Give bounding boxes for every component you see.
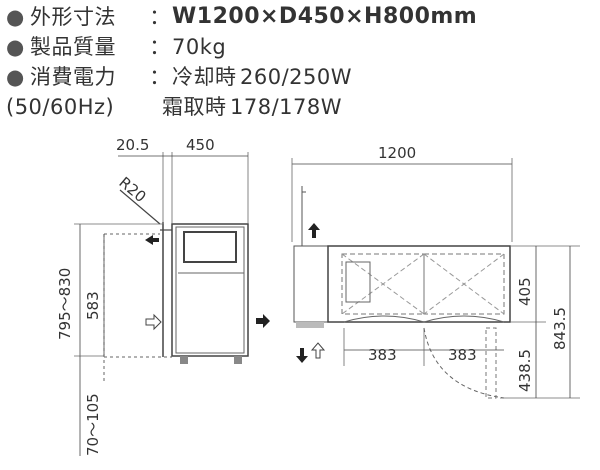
spec-label: 外形寸法: [30, 5, 116, 29]
spec-value: 260/250W: [240, 65, 353, 89]
down-arrow-icon: [296, 348, 308, 363]
top-view: 1200 383 383 405 438.5 84: [291, 144, 580, 399]
spec-block: ●外形寸法：W1200×D450×H800mm ●製品質量：70kg ●消費電力…: [6, 2, 566, 122]
dim-door-swing: 438.5: [516, 349, 534, 392]
spec-colon: ：: [149, 5, 171, 29]
spec-label: (50/60Hz): [6, 95, 115, 119]
spec-value: 70kg: [172, 35, 227, 59]
leg: [234, 356, 242, 364]
spec-colon: ：: [149, 65, 171, 89]
spec-dimensions: ●外形寸法 ：W1200×D450×H800mm: [6, 2, 566, 32]
dim-height-range: 795～830: [56, 268, 74, 340]
dim-top-depth: 405: [516, 277, 534, 306]
control-window: [183, 231, 237, 263]
bullet-icon: ●: [6, 35, 25, 59]
spec-value: W1200×D450×H800mm: [172, 4, 478, 29]
dim-door-left: 383: [368, 346, 397, 364]
bullet-icon: ●: [6, 65, 25, 89]
dimension-drawing: 20.5 450 R20 795～830 583 70～105 1200: [56, 136, 580, 456]
dim-width: 1200: [378, 144, 416, 162]
up-arrow-icon: [308, 223, 320, 238]
dim-depth: 450: [186, 136, 215, 154]
dim-total-depth: 843.5: [551, 307, 569, 350]
spec-weight: ●製品質量 ：70kg: [6, 32, 566, 62]
dim-radius: R20: [115, 173, 149, 206]
spec-mode: 霜取時: [162, 95, 227, 119]
top-cabinet: [327, 245, 511, 323]
dim-door-right: 383: [448, 346, 477, 364]
spec-value: 178/178W: [230, 95, 343, 119]
outline-arrow-icon: [310, 342, 326, 359]
airflow-arrow-icon: [145, 235, 159, 245]
spec-label: 製品質量: [30, 35, 116, 59]
lid-right: [423, 253, 505, 315]
dim-inner-height: 583: [84, 291, 102, 320]
dim-leg-range: 70～105: [84, 393, 102, 456]
side-cabinet-inner: [175, 226, 245, 354]
dim-top-gap: 20.5: [116, 136, 149, 154]
machine-compartment: [293, 245, 329, 323]
leg: [180, 356, 188, 364]
airflow-arrow-icon: [256, 314, 270, 328]
spec-mode: 冷却時: [172, 65, 237, 89]
side-view: 20.5 450 R20 795～830 583 70～105: [56, 136, 270, 456]
bullet-icon: ●: [6, 5, 25, 29]
spec-colon: ：: [149, 35, 171, 59]
spec-label: 消費電力: [30, 65, 116, 89]
outline-arrow-icon: [145, 313, 162, 331]
